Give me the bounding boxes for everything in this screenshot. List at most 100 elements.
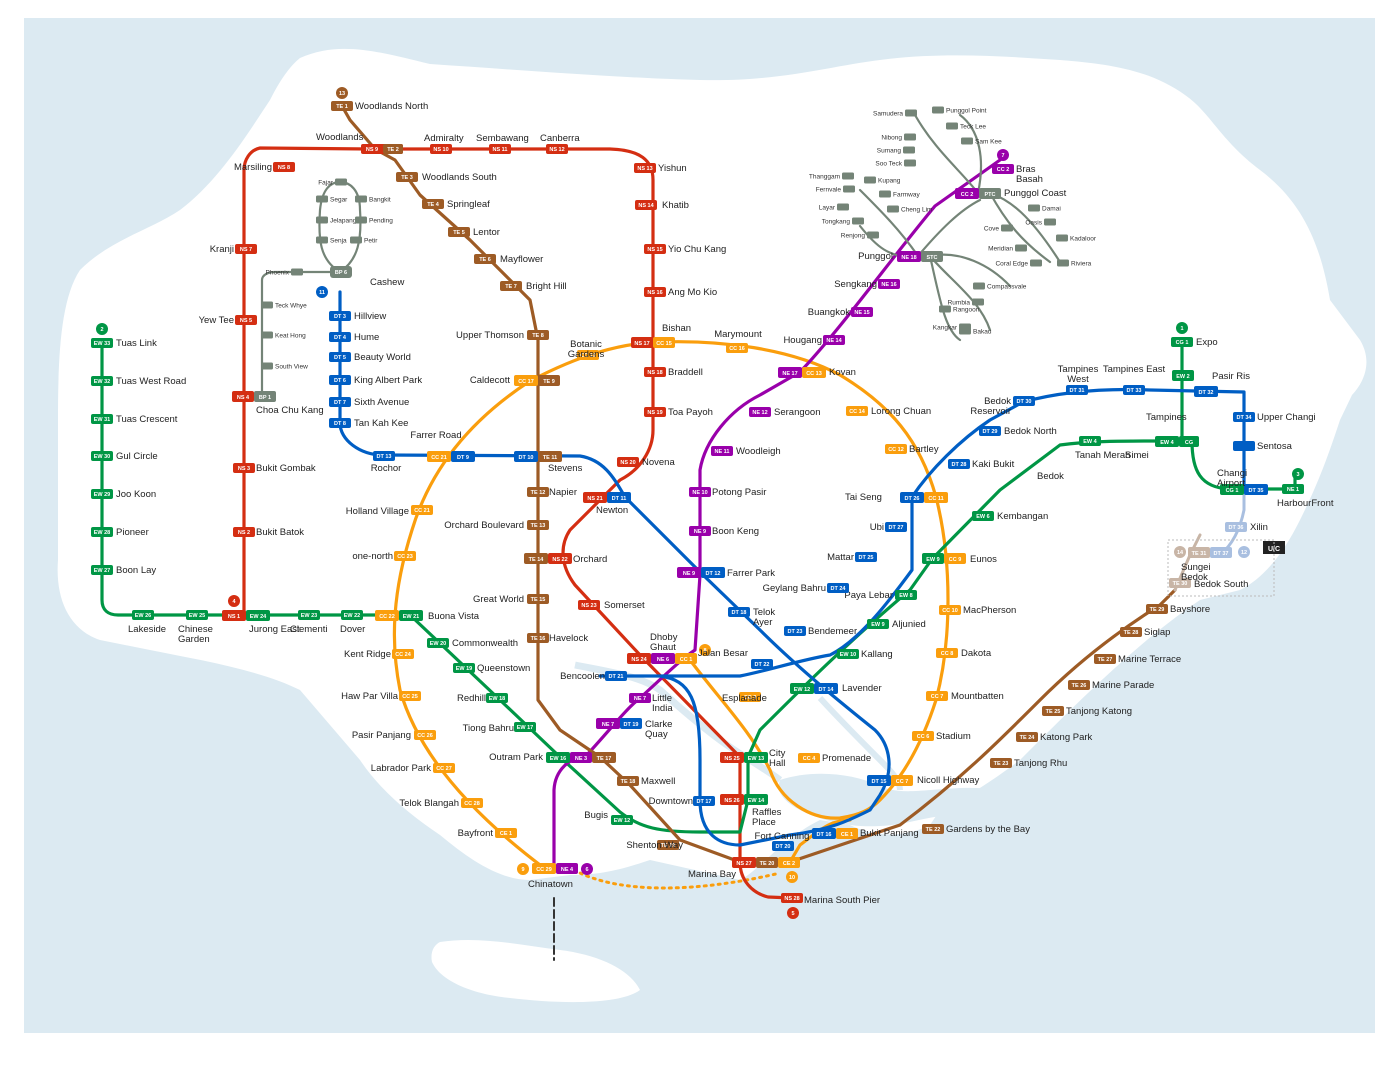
station-marker-sembawang[interactable] <box>489 144 511 154</box>
station-label-marina-bay[interactable]: Marina Bay <box>688 869 736 880</box>
station-label-bukit-panjang[interactable]: Bukit Panjang <box>860 828 919 839</box>
station-label-jalan-besar[interactable]: Jalan Besar <box>698 648 748 659</box>
station-marker-siglap[interactable] <box>1120 627 1142 637</box>
lrt-label-cheng-lim[interactable]: Cheng Lim <box>901 207 932 214</box>
station-marker-canberra[interactable] <box>546 144 568 154</box>
station-label-gul-circle[interactable]: Gul Circle <box>116 451 158 462</box>
station-marker-bedok-reservoir[interactable] <box>1013 396 1035 406</box>
lrt-label-kangkar[interactable]: Kangkar <box>933 325 958 332</box>
lrt-marker-fajar[interactable] <box>335 178 347 186</box>
station-marker-aljunied[interactable] <box>867 619 889 629</box>
station-marker-kent-ridge[interactable] <box>392 649 414 659</box>
lrt-label-bakau[interactable]: Bakau <box>973 329 992 336</box>
lrt-marker-pending[interactable] <box>355 216 367 224</box>
station-label-caldecott[interactable]: Caldecott <box>470 375 510 386</box>
station-label-stevens[interactable]: Stevens <box>548 463 583 474</box>
station-marker-marsiling[interactable] <box>273 162 295 172</box>
station-label-bedok-south[interactable]: Bedok South <box>1194 579 1248 590</box>
station-label-geylang-bahru[interactable]: Geylang Bahru <box>763 583 826 594</box>
lrt-label-renjong[interactable]: Renjong <box>841 233 866 240</box>
station-label-king-albert-park[interactable]: King Albert Park <box>354 375 422 386</box>
station-label-shenton-way[interactable]: Shenton Way <box>626 840 683 851</box>
station-label-sengkang[interactable]: Sengkang <box>834 279 877 290</box>
station-marker-tuas-link[interactable] <box>91 338 113 348</box>
station-marker-geylang-bahru[interactable] <box>827 583 849 593</box>
station-marker-macpherson[interactable] <box>939 605 961 615</box>
station-label-bukit-gombak[interactable]: Bukit Gombak <box>256 463 316 474</box>
station-label-clementi[interactable]: Clementi <box>290 624 328 635</box>
lrt-marker-senja[interactable] <box>316 236 328 244</box>
station-marker-bedok-north[interactable] <box>979 426 1001 436</box>
station-marker-yew-tee[interactable] <box>235 315 257 325</box>
lrt-label-nibong[interactable]: Nibong <box>881 135 902 142</box>
station-label-yishun[interactable]: Yishun <box>658 163 687 174</box>
lrt-marker-segar[interactable] <box>316 195 328 203</box>
station-marker-king-albert-park[interactable] <box>329 375 351 385</box>
station-label-mountbatten[interactable]: Mountbatten <box>951 691 1004 702</box>
station-marker-gardens-by-the-bay[interactable] <box>922 824 944 834</box>
lrt-marker-cheng-lim[interactable] <box>887 205 899 213</box>
lrt-label-damai[interactable]: Damai <box>1042 206 1061 213</box>
station-label-punggol-coast[interactable]: Punggol Coast <box>1004 188 1067 199</box>
station-marker-dover[interactable] <box>341 610 363 620</box>
lrt-label-petir[interactable]: Petir <box>364 238 378 245</box>
lrt-label-coral-edge[interactable]: Coral Edge <box>995 261 1028 268</box>
station-marker-marine-terrace[interactable] <box>1094 654 1116 664</box>
station-marker-bright-hill[interactable] <box>500 281 522 291</box>
station-marker-sentosa[interactable] <box>1233 441 1255 451</box>
lrt-marker-kupang[interactable] <box>864 176 876 184</box>
station-marker-expo[interactable] <box>1171 337 1193 347</box>
station-marker-hume[interactable] <box>329 332 351 342</box>
station-marker-marine-parade[interactable] <box>1068 680 1090 690</box>
station-label-serangoon[interactable]: Serangoon <box>774 407 820 418</box>
station-marker-napier[interactable] <box>527 487 549 497</box>
lrt-label-samudera[interactable]: Samudera <box>873 111 903 118</box>
station-marker-botanic-gardens[interactable] <box>577 350 599 360</box>
station-marker-serangoon[interactable] <box>749 407 771 417</box>
station-label-ubi[interactable]: Ubi <box>870 522 884 533</box>
lrt-label-teck-whye[interactable]: Teck Whye <box>275 303 307 310</box>
station-marker-xilin[interactable] <box>1225 522 1247 532</box>
lrt-label-segar[interactable]: Segar <box>330 197 348 204</box>
lrt-label-rangoon[interactable]: Rangoon <box>953 307 980 314</box>
station-label-commonwealth[interactable]: Commonwealth <box>452 638 518 649</box>
station-label-beauty-world[interactable]: Beauty World <box>354 352 411 363</box>
station-label-tai-seng[interactable]: Tai Seng <box>845 492 882 503</box>
station-label-bendemeer[interactable]: Bendemeer <box>808 626 857 637</box>
station-label-kembangan[interactable]: Kembangan <box>997 511 1048 522</box>
station-marker-bukit-batok[interactable] <box>233 527 255 537</box>
station-marker-downtown[interactable] <box>693 796 715 806</box>
station-label-mayflower[interactable]: Mayflower <box>500 254 543 265</box>
station-label-gardens-by-the-bay[interactable]: Gardens by the Bay <box>946 824 1030 835</box>
lrt-marker-oasis[interactable] <box>1044 218 1056 226</box>
lrt-label-riviera[interactable]: Riviera <box>1071 261 1092 268</box>
station-marker-marina-south-pier[interactable] <box>781 893 803 903</box>
lrt-marker-farmway[interactable] <box>879 190 891 198</box>
lrt-marker-teck-lee[interactable] <box>946 122 958 130</box>
lrt-marker-tongkang[interactable] <box>852 217 864 225</box>
station-label-hume[interactable]: Hume <box>354 332 379 343</box>
station-label-tampines-east[interactable]: Tampines East <box>1103 364 1166 375</box>
lrt-label-keat-hong[interactable]: Keat Hong <box>275 333 306 340</box>
station-marker-mayflower[interactable] <box>474 254 496 264</box>
station-marker-tanjong-rhu[interactable] <box>990 758 1012 768</box>
station-label-lavender[interactable]: Lavender <box>842 683 882 694</box>
station-label-tanah-merah[interactable]: Tanah Merah <box>1075 450 1130 461</box>
lrt-label-fajar[interactable]: Fajar <box>318 180 334 187</box>
lrt-label-oasis[interactable]: Oasis <box>1025 220 1042 227</box>
station-label-pioneer[interactable]: Pioneer <box>116 527 149 538</box>
station-label-kallang[interactable]: Kallang <box>861 649 893 660</box>
station-label-havelock[interactable]: Havelock <box>549 633 588 644</box>
lrt-marker-compassvale[interactable] <box>973 282 985 290</box>
station-label-potong-pasir[interactable]: Potong Pasir <box>712 487 766 498</box>
station-label-promenade[interactable]: Promenade <box>822 753 871 764</box>
lrt-label-sam-kee[interactable]: Sam Kee <box>975 139 1002 146</box>
station-label-sentosa[interactable]: Sentosa <box>1257 441 1293 452</box>
station-label-kent-ridge[interactable]: Kent Ridge <box>344 649 391 660</box>
station-label-great-world[interactable]: Great World <box>473 594 524 605</box>
